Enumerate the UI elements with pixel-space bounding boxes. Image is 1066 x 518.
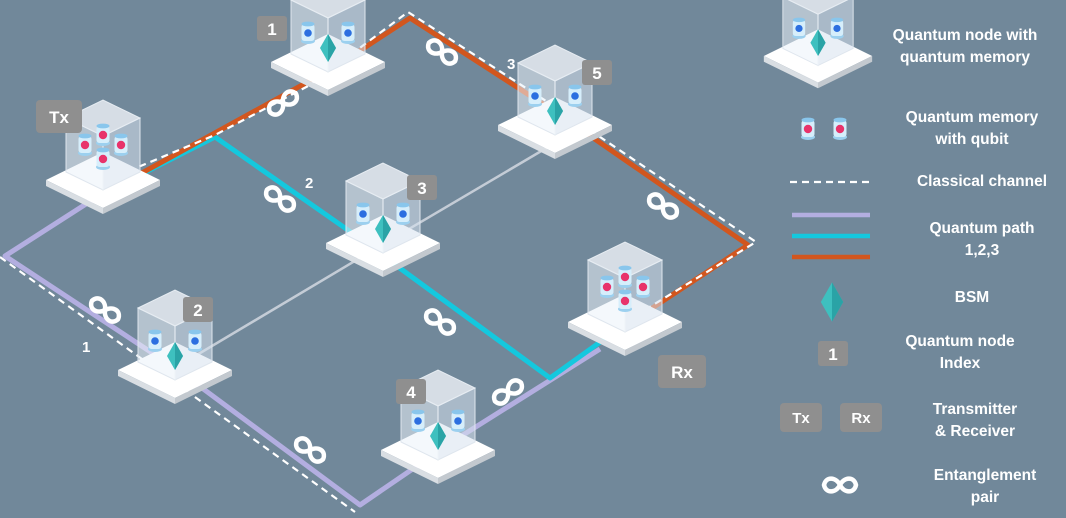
legend-memory-icon — [801, 117, 847, 140]
legend-qpath-line2: 1,2,3 — [965, 242, 1000, 259]
legend-index-line1: Quantum node — [905, 333, 1015, 350]
legend-qpath-line1: Quantum path — [929, 220, 1034, 237]
node-index-1: 1 — [267, 20, 276, 39]
legend-ent-line2: pair — [971, 489, 999, 506]
legend-index-line2: Index — [940, 355, 981, 372]
legend-txrx-line2: & Receiver — [935, 423, 1015, 440]
rx-label: Rx — [671, 363, 693, 382]
badge-3: 3 — [407, 175, 437, 200]
path-label-2: 2 — [305, 175, 313, 192]
legend-txrx-line1: Transmitter — [933, 401, 1017, 418]
legend-entanglement-icon — [824, 479, 856, 492]
legend-bsm-icon — [820, 282, 844, 322]
legend-node-icon — [764, 0, 872, 88]
badge-rx: Rx — [658, 355, 706, 388]
legend-tx-sample: Tx — [792, 410, 810, 427]
legend-rx-sample: Rx — [851, 410, 871, 427]
node-index-3: 3 — [417, 179, 426, 198]
node-index-2: 2 — [193, 301, 202, 320]
badge-2: 2 — [183, 297, 213, 322]
badge-tx: Tx — [36, 100, 82, 133]
legend-bsm-label: BSM — [955, 289, 989, 306]
legend-tx-icon: Tx — [780, 403, 822, 432]
legend-ent-line1: Entanglement — [934, 467, 1036, 484]
legend-node-line1: Quantum node with — [893, 27, 1038, 44]
legend-index-sample: 1 — [828, 345, 837, 364]
legend-node-line2: quantum memory — [900, 49, 1030, 66]
path-label-3: 3 — [507, 56, 515, 73]
entanglement-pair-6 — [423, 308, 457, 337]
tx-label: Tx — [49, 108, 69, 127]
node-index-5: 5 — [592, 64, 601, 83]
badge-5: 5 — [582, 60, 612, 85]
node-index-4: 4 — [406, 383, 416, 402]
path-label-1: 1 — [82, 339, 90, 356]
legend-memory-line2: with qubit — [934, 131, 1008, 148]
legend-memory-line1: Quantum memory — [906, 109, 1039, 126]
badge-4: 4 — [396, 379, 426, 404]
badge-1: 1 — [257, 16, 287, 41]
legend-classical-label: Classical channel — [917, 173, 1047, 190]
node-2 — [118, 290, 232, 404]
legend-rx-icon: Rx — [840, 403, 882, 432]
legend: Quantum node with quantum memory Quantum… — [764, 0, 1047, 506]
quantum-path-1 — [2, 192, 602, 508]
legend-index-icon: 1 — [818, 341, 848, 366]
